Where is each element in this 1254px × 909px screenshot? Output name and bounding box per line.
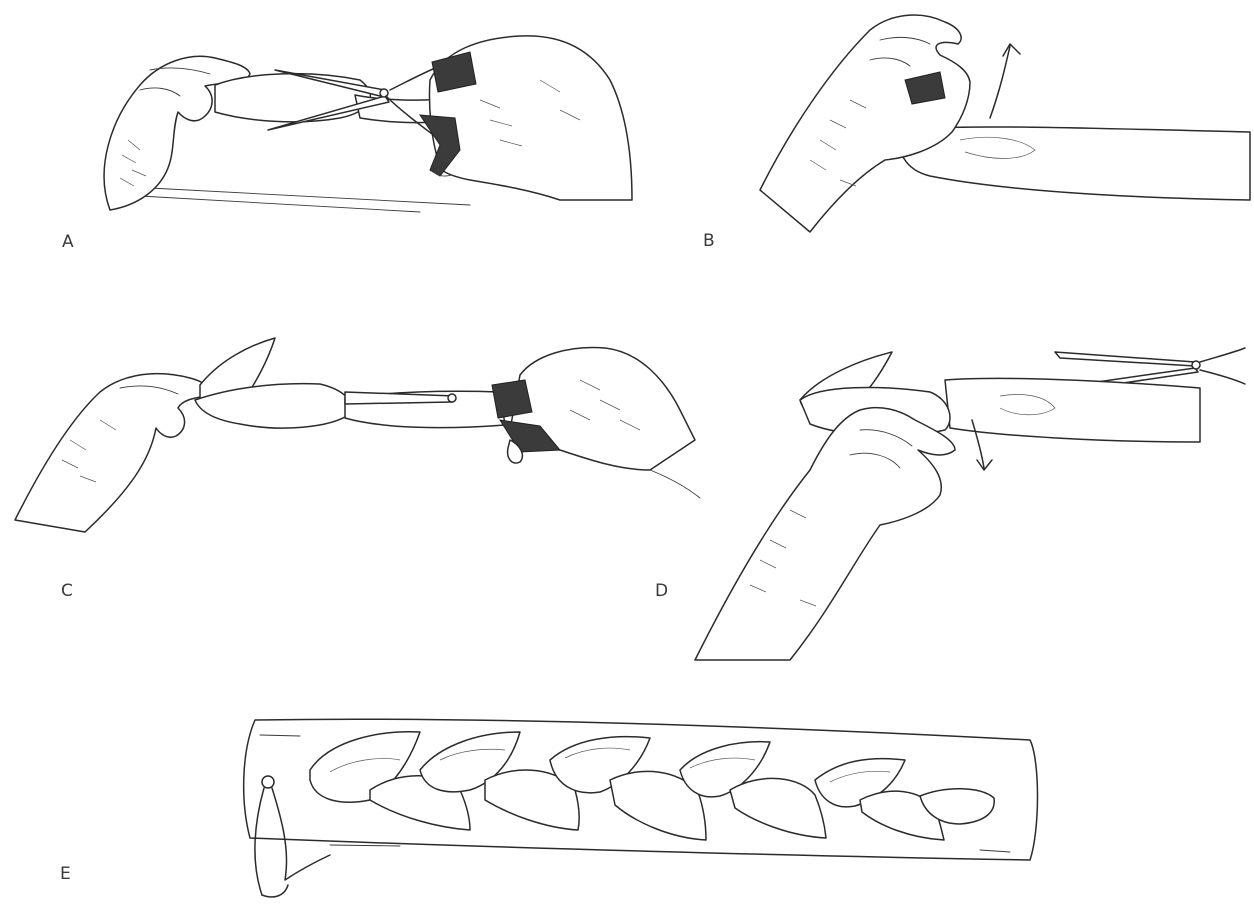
right-hand (492, 347, 700, 498)
panel-label-e: E (60, 864, 71, 884)
hand (760, 15, 970, 232)
panel-label-c: C (61, 581, 73, 601)
panel-label-b: B (703, 231, 715, 251)
left-hand (15, 374, 208, 532)
panel-a-drawing (104, 36, 632, 212)
hand (695, 408, 955, 660)
panel-label-a: A (62, 232, 74, 252)
panel-d-drawing (695, 348, 1245, 660)
panel-b-drawing (760, 15, 1250, 232)
right-hand (420, 36, 632, 200)
panel-label-d: D (655, 581, 669, 601)
panel-e-drawing (244, 719, 1038, 897)
panel-c-drawing (15, 338, 700, 532)
left-hand (104, 56, 250, 210)
